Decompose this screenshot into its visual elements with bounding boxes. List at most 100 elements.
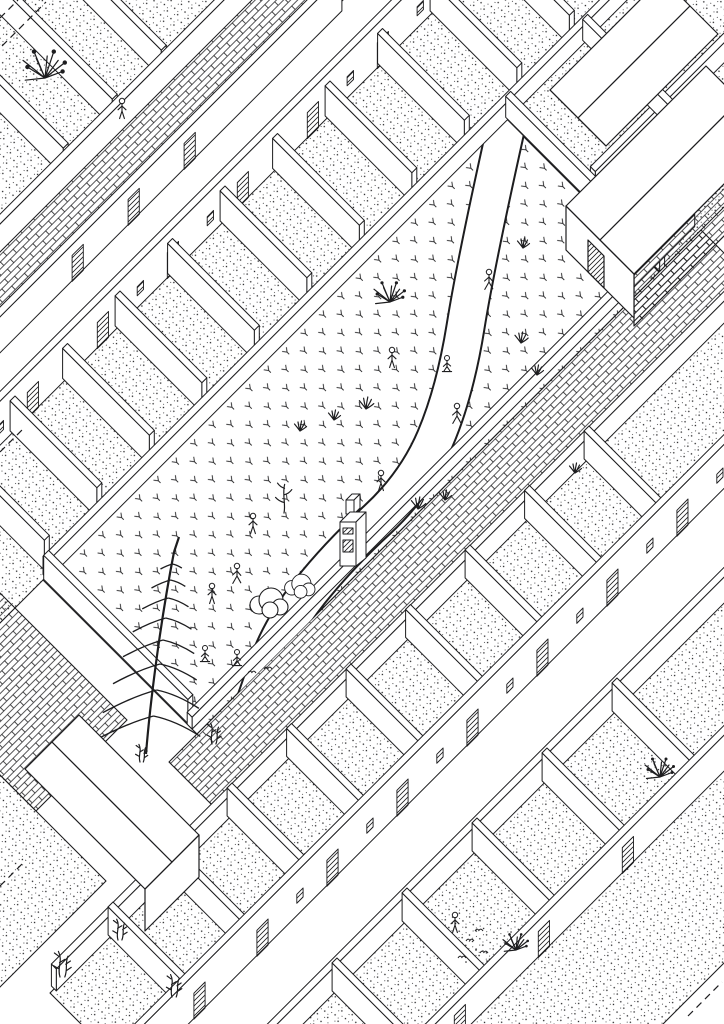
window-opening (136, 279, 144, 297)
window-opening (296, 887, 304, 904)
bird (263, 666, 273, 670)
garden-wall (50, 290, 724, 992)
plant-seaweed (112, 918, 128, 941)
wall-top (110, 0, 167, 51)
door-opening (326, 848, 339, 887)
door-opening (193, 981, 206, 1020)
window-opening (0, 419, 4, 434)
garden-wall (0, 0, 343, 354)
tree-branch (122, 639, 164, 658)
wall-top (9, 395, 103, 489)
wall-top (12, 0, 118, 100)
door-opening (453, 1003, 466, 1024)
door-opening (466, 708, 479, 747)
wall-top (62, 343, 155, 436)
boundary-dashed-line (0, 0, 19, 19)
tree-branch (102, 689, 157, 714)
roof-north-east-far-face (549, 89, 607, 147)
plant-tuft (438, 489, 453, 501)
wall-top (377, 28, 470, 121)
plant-seaweed (135, 743, 149, 763)
stove-vent (342, 527, 354, 535)
boundary-dashed-line (687, 981, 723, 1017)
window-opening (206, 209, 214, 227)
person-figure (231, 649, 243, 667)
garden-divider-wall (429, 0, 523, 99)
door-opening (606, 568, 619, 607)
wall-top (424, 724, 724, 1024)
door-opening (127, 187, 140, 226)
roof-south-west (24, 714, 200, 932)
band-corner-garden-sw (0, 774, 107, 988)
door-opening (256, 918, 269, 957)
wall-top (331, 957, 404, 1024)
person-figure (441, 355, 453, 373)
person-figure (232, 562, 242, 584)
tree-branch (160, 563, 173, 570)
garden-divider-wall (377, 28, 470, 151)
shrub (249, 587, 289, 619)
bird (474, 928, 484, 932)
person-figure (376, 469, 386, 492)
plant-burst (22, 49, 67, 81)
window-opening (576, 607, 584, 624)
garden-divider-wall (324, 80, 418, 204)
door-opening (71, 243, 84, 282)
wall-top (167, 238, 260, 331)
window-opening (506, 677, 514, 694)
door-opening (536, 638, 549, 677)
window-opening (416, 0, 424, 17)
wall-top (0, 74, 69, 149)
garden-wall (133, 433, 724, 1024)
wall-top (272, 133, 365, 226)
person-figure (450, 911, 460, 934)
plant-tuft (568, 462, 583, 474)
garden-divider-wall (9, 395, 103, 519)
boundary-dashed-line (1, 1, 47, 47)
plant-burst (502, 933, 529, 952)
garden-divider-wall (331, 957, 404, 1024)
person-figure (199, 645, 211, 663)
wall-top (0, 0, 225, 225)
stove-door (342, 539, 354, 553)
bird (479, 950, 489, 954)
wall-top (266, 566, 724, 1024)
bird (247, 670, 257, 674)
plant-tuft (516, 237, 531, 249)
plant-burst (644, 757, 675, 780)
plant-seaweed (206, 722, 222, 745)
wall-top (0, 0, 318, 318)
wall-top (133, 433, 724, 1024)
tree-branch (141, 597, 169, 610)
tree-branch (170, 579, 186, 588)
plant-tuft (358, 396, 375, 410)
door-opening (96, 310, 109, 350)
window-opening (366, 817, 374, 834)
roof-north-east-far (549, 0, 719, 147)
door-opening (183, 131, 196, 170)
plant-tuft (293, 420, 308, 432)
plant-tall (274, 482, 293, 514)
tree-branch (132, 617, 166, 633)
garden-stove (339, 493, 367, 567)
roof-north-east-near (565, 65, 724, 327)
tree-branch (172, 563, 183, 569)
wall-face-se (0, 0, 343, 354)
window-opening (346, 70, 354, 87)
wall-top (114, 290, 208, 384)
boundary-dashed-line (0, 859, 27, 887)
tree-branch (153, 715, 201, 737)
garden-divider-wall (0, 74, 69, 177)
wall-top (448, 0, 523, 69)
person-figure (248, 512, 258, 535)
tree-branch (165, 617, 192, 630)
window-opening (716, 467, 724, 484)
tree-branch (168, 597, 189, 608)
seed-dot (475, 949, 477, 951)
plant-tuft (410, 496, 427, 510)
plant-tuft (530, 364, 545, 376)
person-figure (484, 268, 494, 290)
wall-face-se (0, 0, 253, 253)
